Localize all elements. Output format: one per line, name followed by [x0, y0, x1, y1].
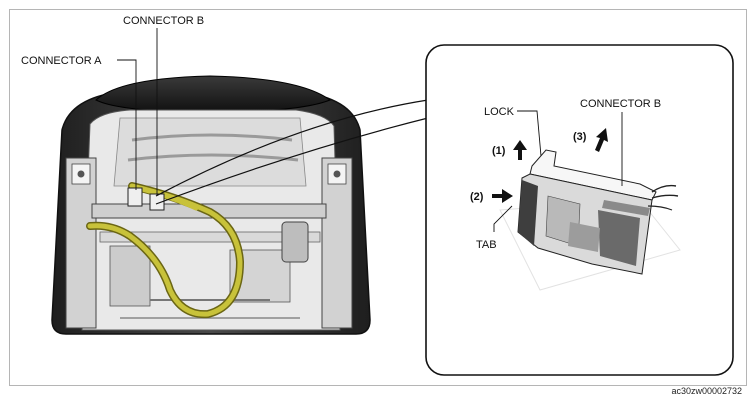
label-connector-a: CONNECTOR A — [21, 55, 102, 67]
arrow-right-icon — [492, 189, 513, 203]
label-step-1: (1) — [492, 145, 506, 157]
detail-leaders — [493, 110, 623, 232]
label-connector-b: CONNECTOR B — [123, 15, 204, 27]
figure-id: ac30zw00002732 — [671, 386, 742, 396]
label-step-3: (3) — [573, 131, 587, 143]
callout-wedge — [155, 99, 429, 205]
step-arrows — [492, 128, 608, 203]
arrow-diagonal-icon — [595, 128, 608, 152]
connector-detail-drawing — [499, 149, 681, 291]
label-detail-connector-b: CONNECTOR B — [580, 98, 661, 110]
label-lock: LOCK — [484, 106, 515, 118]
seat-illustration — [51, 75, 371, 335]
arrow-up-icon — [513, 140, 527, 160]
connector-leaders — [117, 28, 158, 196]
label-tab: TAB — [476, 239, 497, 251]
label-step-2: (2) — [470, 191, 484, 203]
